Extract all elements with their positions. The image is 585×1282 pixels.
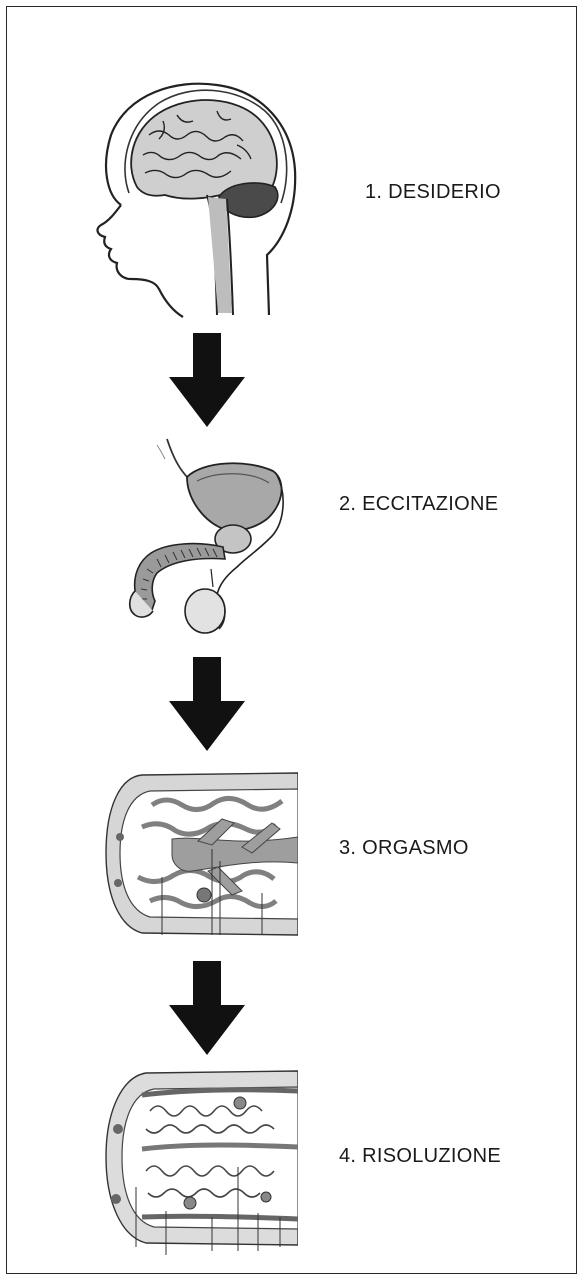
stage-2-label: 2. ECCITAZIONE bbox=[339, 493, 498, 516]
diagram-frame: 1. DESIDERIO 2. ECCITAZIONE bbox=[6, 6, 577, 1274]
down-arrow-icon bbox=[167, 961, 247, 1057]
tissue-cross-section-icon bbox=[102, 767, 298, 942]
down-arrow-icon bbox=[167, 333, 247, 429]
stage-4-label: 4. RISOLUZIONE bbox=[339, 1145, 501, 1168]
male-pelvic-anatomy-icon bbox=[127, 435, 292, 635]
brain-head-icon bbox=[87, 75, 307, 320]
stage-3-label: 3. ORGASMO bbox=[339, 837, 469, 860]
stage-1-label: 1. DESIDERIO bbox=[365, 181, 501, 204]
down-arrow-icon bbox=[167, 657, 247, 753]
tissue-cross-section-relaxed-icon bbox=[102, 1067, 298, 1257]
